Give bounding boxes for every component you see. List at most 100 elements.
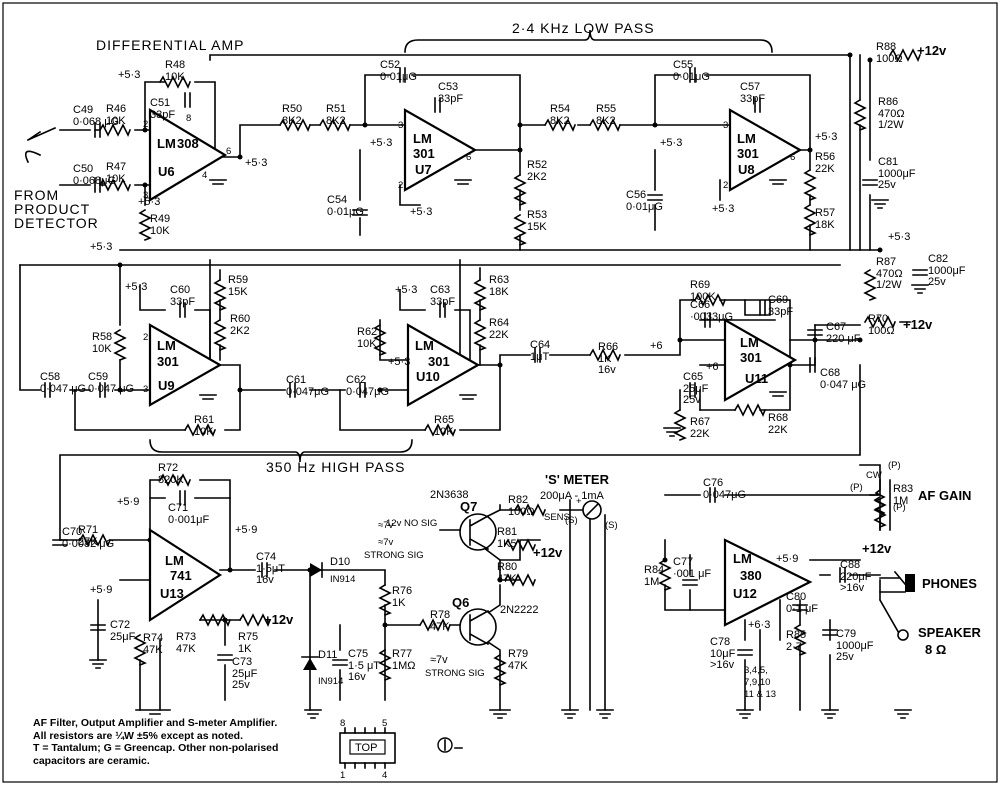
capacitor-value: 25v [836,651,854,663]
capacitor-ref: C67 [826,321,846,333]
resistor-ref: R62 [357,326,377,338]
capacitor-value: 0·0082 μG [62,538,114,550]
resistor-value: 100Ω [508,506,535,518]
svg-text:+5·3: +5·3 [138,196,160,208]
ground-symbols [89,179,929,719]
resistor-ref: R69 [690,279,710,291]
capacitor-value: 0·047 μG [40,383,86,395]
capacitor-value: 25μF [232,668,258,680]
resistor-value: 18K [815,219,835,231]
resistor-value: 47K [176,643,196,655]
svg-text:2: 2 [398,180,403,191]
svg-text:+5·3: +5·3 [245,157,267,169]
svg-text:(S): (S) [565,515,578,526]
capacitor-ref: C74 [256,551,276,563]
capacitor-value: 25v [928,276,946,288]
capacitor-value: 16v [348,671,366,683]
capacitor-value: 0·047μG [346,386,389,398]
svg-text:6: 6 [790,152,795,163]
svg-text:+5·3: +5·3 [118,69,140,81]
resistor-ref: R86 [878,96,898,108]
svg-text:LM: LM [165,553,184,568]
capacitor-value: 0·01μG [380,71,417,83]
capacitor-value: 33pF [430,296,455,308]
resistor-value: 15K [527,221,547,233]
resistor-ref: R75 [238,631,258,643]
resistor-value: 16v [598,364,616,376]
resistor-value: 100Ω [876,53,903,65]
svg-text:308: 308 [177,136,199,151]
resistor-ref: R78 [430,609,450,621]
resistor-value: 2·7 [786,641,802,653]
resistor-value: 1MΩ [392,660,416,672]
opamp-u7: LM 301 U7 326 [398,108,478,192]
capacitor-ref: C54 [327,194,347,206]
supply-labels: +5·3 +5·3 +5·3 +5·3 +5·3 +5·3 +5·3 +5·3 … [90,43,947,700]
svg-text:STRONG SIG: STRONG SIG [425,668,485,679]
svg-text:IN914: IN914 [330,574,355,585]
svg-text:AF GAIN: AF GAIN [918,488,971,503]
svg-text:+5·3: +5·3 [90,241,112,253]
resistor-ref: R58 [92,331,112,343]
resistor-ref: R54 [550,103,570,115]
capacitor-ref: C69 [768,294,788,306]
resistor-ref: R49 [150,213,170,225]
resistor-value: 8K2 [596,115,616,127]
capacitor-ref: C76 [703,477,723,489]
resistor-ref: R84 [644,564,664,576]
capacitor-value: 25v [878,179,896,191]
svg-text:2: 2 [723,180,728,191]
low-pass-brace [404,29,773,53]
caption-line-1: AF Filter, Output Amplifier and S-meter … [33,717,278,729]
resistor-ref: R65 [434,414,454,426]
capacitor-ref: C60 [170,284,190,296]
resistor-value: 1/2W [878,119,904,131]
resistor-ref: R68 [768,412,788,424]
capacitor-value: 0·047 μG [88,383,134,395]
resistor-ref: R47 [106,161,126,173]
svg-text:+5·3: +5·3 [815,131,837,143]
svg-text:SENS: SENS [544,512,570,523]
svg-text:(S): (S) [605,520,618,531]
capacitor-value: ·001 μF [673,568,711,580]
capacitor-value: >16v [840,582,865,594]
svg-text:12v NO SIG: 12v NO SIG [386,518,437,529]
capacitor-ref: C72 [110,619,130,631]
resistor-ref: R79 [508,648,528,660]
resistor-ref: R88 [876,41,896,53]
svg-text:+12v: +12v [917,43,947,58]
resistor-value: 1K [238,643,252,655]
resistor-value: 10K [165,71,185,83]
resistor-value: 10K [194,426,214,438]
capacitor-value: 1000μF [878,168,916,180]
svg-text:+12v: +12v [533,545,563,560]
capacitor-value: 33pF [740,93,765,105]
resistor-value: 10K [106,115,126,127]
svg-text:8: 8 [340,718,345,729]
svg-text:+5·9: +5·9 [776,553,798,565]
svg-text:3: 3 [143,190,148,201]
resistor-ref: R46 [106,103,126,115]
svg-text:CW: CW [866,470,882,481]
resistor-value: 100Ω [868,325,895,337]
svg-text:(P): (P) [888,460,901,471]
resistor-ref: R83 [893,483,913,495]
